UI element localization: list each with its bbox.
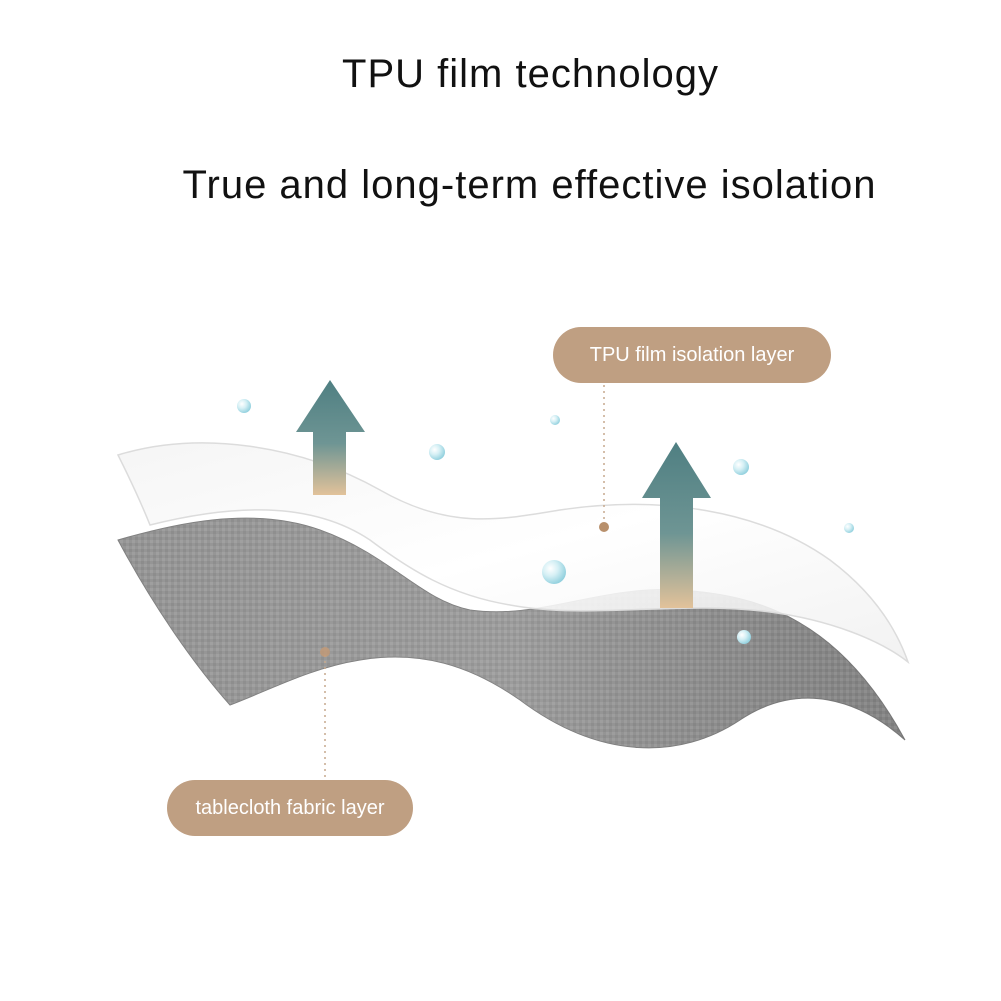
- water-droplet-icon: [844, 523, 854, 533]
- page-title: TPU film technology: [342, 52, 719, 96]
- film-layer: [116, 442, 910, 665]
- up-arrow-icon: [296, 380, 365, 495]
- film-layer-label: TPU film isolation layer: [553, 327, 831, 383]
- water-droplet-icon: [237, 399, 251, 413]
- water-droplet-icon: [550, 415, 560, 425]
- water-droplet-icon: [429, 444, 445, 460]
- fabric-layer: [117, 517, 906, 749]
- water-droplet-icon: [542, 560, 566, 584]
- page-subtitle: True and long-term effective isolation: [182, 163, 877, 207]
- fabric-leader-dot: [320, 647, 330, 657]
- up-arrow-icon: [642, 442, 711, 608]
- water-droplet-icon: [733, 459, 749, 475]
- water-droplet-icon: [737, 630, 751, 644]
- fabric-layer-label: tablecloth fabric layer: [167, 780, 413, 836]
- film-leader-dot: [599, 522, 609, 532]
